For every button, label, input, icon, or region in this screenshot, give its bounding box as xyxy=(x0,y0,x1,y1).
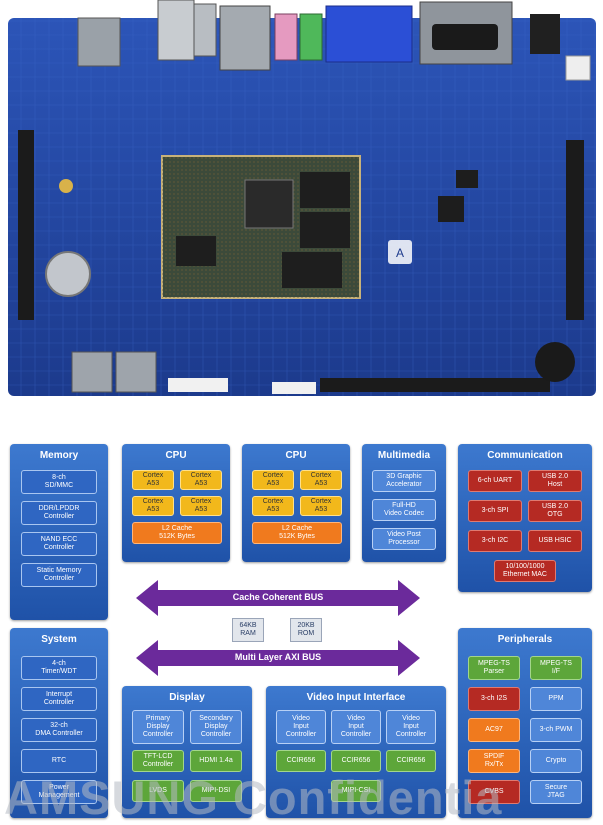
multimedia-item: Video Post Processor xyxy=(372,528,436,550)
communication-item: USB HSIC xyxy=(528,530,582,552)
display-item: HDMI 1.4a xyxy=(190,750,242,772)
audio-jack-green xyxy=(299,13,323,61)
communication-item: USB 2.0 OTG xyxy=(528,500,582,522)
peripheral-item: Secure JTAG xyxy=(530,780,582,804)
system-panel: System 4-ch Timer/WDT Interrupt Controll… xyxy=(10,628,108,818)
video-input-panel: Video Input Interface Video Input Contro… xyxy=(266,686,446,818)
bus-arrows xyxy=(136,580,420,676)
display-item: Secondary Display Controller xyxy=(190,710,242,744)
memory-item: NAND ECC Controller xyxy=(21,532,97,556)
cortex-core: Cortex A53 xyxy=(300,470,342,490)
board-logo xyxy=(388,240,412,264)
buzzer xyxy=(535,342,575,382)
cpu-title: CPU xyxy=(285,450,307,461)
display-title: Display xyxy=(169,692,205,703)
video-input-item: Video Input Controller xyxy=(386,710,436,744)
video-input-item: CCIR656 xyxy=(331,750,381,772)
cache-coherent-bus-arrow xyxy=(136,580,420,616)
rj45-jack xyxy=(219,5,271,71)
cpu-panel-2: CPU Cortex A53 Cortex A53 Cortex A53 Cor… xyxy=(242,444,350,562)
system-item: 32-ch DMA Controller xyxy=(21,718,97,742)
peripherals-title: Peripherals xyxy=(497,634,553,645)
cpu-panel-1: CPU Cortex A53 Cortex A53 Cortex A53 Cor… xyxy=(122,444,230,562)
cortex-core: Cortex A53 xyxy=(300,496,342,516)
communication-item: 3-ch SPI xyxy=(468,500,522,522)
cortex-core: Cortex A53 xyxy=(180,496,222,516)
coin-battery xyxy=(45,251,91,297)
audio-jack-pink xyxy=(274,13,298,61)
memory-panel: Memory 8-ch SD/MMC DDR/LPDDR Controller … xyxy=(10,444,108,620)
sd-card-slot xyxy=(71,351,113,393)
sd-card-slot-2 xyxy=(115,351,157,393)
peripheral-item: CVBS xyxy=(468,780,520,804)
memory-item: Static Memory Controller xyxy=(21,563,97,587)
display-item: MIPI-DSI xyxy=(190,780,242,802)
video-input-item: Video Input Controller xyxy=(276,710,326,744)
peripheral-item: AC97 xyxy=(468,718,520,742)
cache-coherent-bus-label: Cache Coherent BUS xyxy=(232,592,324,602)
peripheral-item: PPM xyxy=(530,687,582,711)
system-item: Power Management xyxy=(21,780,97,804)
video-input-item: CCIR656 xyxy=(386,750,436,772)
multimedia-item: Full-HD Video Codec xyxy=(372,499,436,521)
cortex-core: Cortex A53 xyxy=(252,496,294,516)
system-item: RTC xyxy=(21,749,97,773)
communication-panel: Communication 6-ch UART USB 2.0 Host 3-c… xyxy=(458,444,592,592)
confidential-watermark: AMSUNG Confidentia xyxy=(4,771,503,824)
usb-port xyxy=(157,0,195,61)
system-item: Interrupt Controller xyxy=(21,687,97,711)
l2-cache: L2 Cache 512K Bytes xyxy=(132,522,222,544)
peripheral-item: 3-ch PWM xyxy=(530,718,582,742)
system-item: 4-ch Timer/WDT xyxy=(21,656,97,680)
display-item: Primary Display Controller xyxy=(132,710,184,744)
communication-item: 10/100/1000 Ethernet MAC xyxy=(494,560,556,582)
memory-title: Memory xyxy=(39,450,79,461)
memory-item: 8-ch SD/MMC xyxy=(21,470,97,494)
rom-block: 20KB ROM xyxy=(290,618,322,642)
communication-title: Communication xyxy=(487,450,563,461)
pin-header-left xyxy=(18,130,34,320)
multimedia-item: 3D Graphic Accelerator xyxy=(372,470,436,492)
cortex-core: Cortex A53 xyxy=(132,470,174,490)
vga-connector xyxy=(325,5,413,63)
antenna-connector xyxy=(59,179,73,193)
power-jack xyxy=(530,14,560,54)
soc-block-diagram: Memory 8-ch SD/MMC DDR/LPDDR Controller … xyxy=(0,412,603,825)
multimedia-title: Multimedia xyxy=(377,450,431,461)
communication-item: 3-ch I2C xyxy=(468,530,522,552)
communication-item: 6-ch UART xyxy=(468,470,522,492)
l2-cache: L2 Cache 512K Bytes xyxy=(252,522,342,544)
ram-block: 64KB RAM xyxy=(232,618,264,642)
memory-item: DDR/LPDDR Controller xyxy=(21,501,97,525)
display-panel: Display Primary Display Controller Secon… xyxy=(122,686,252,818)
system-title: System xyxy=(41,634,77,645)
aux-chip xyxy=(438,196,464,222)
peripheral-item: SPDIF Rx/Tx xyxy=(468,749,520,773)
axi-bus-arrow xyxy=(136,640,420,676)
cpu-title: CPU xyxy=(165,450,187,461)
peripheral-item: MPEG-TS Parser xyxy=(468,656,520,680)
peripheral-item: 3-ch I2S xyxy=(468,687,520,711)
video-input-item: Video Input Controller xyxy=(331,710,381,744)
soc-chip xyxy=(244,179,294,229)
video-input-title: Video Input Interface xyxy=(306,692,406,703)
ethernet-jack xyxy=(77,17,121,67)
pin-header-right xyxy=(566,140,584,320)
usb-port-2 xyxy=(193,3,217,57)
board-logo-text: A xyxy=(396,246,404,260)
multimedia-panel: Multimedia 3D Graphic Accelerator Full-H… xyxy=(362,444,446,562)
peripheral-item: Crypto xyxy=(530,749,582,773)
cortex-core: Cortex A53 xyxy=(132,496,174,516)
cortex-core: Cortex A53 xyxy=(180,470,222,490)
display-item: TFT-LCD Controller xyxy=(132,750,184,772)
video-input-item: CCIR656 xyxy=(276,750,326,772)
video-input-item: MIPI-CSI xyxy=(331,780,381,802)
peripherals-panel: Peripherals MPEG-TS Parser MPEG-TS I/F 3… xyxy=(458,628,592,818)
display-item: LVDS xyxy=(132,780,184,802)
communication-item: USB 2.0 Host xyxy=(528,470,582,492)
cortex-core: Cortex A53 xyxy=(252,470,294,490)
axi-bus-label: Multi Layer AXI BUS xyxy=(234,652,322,662)
dev-board-photo: A xyxy=(0,0,603,412)
peripheral-item: MPEG-TS I/F xyxy=(530,656,582,680)
